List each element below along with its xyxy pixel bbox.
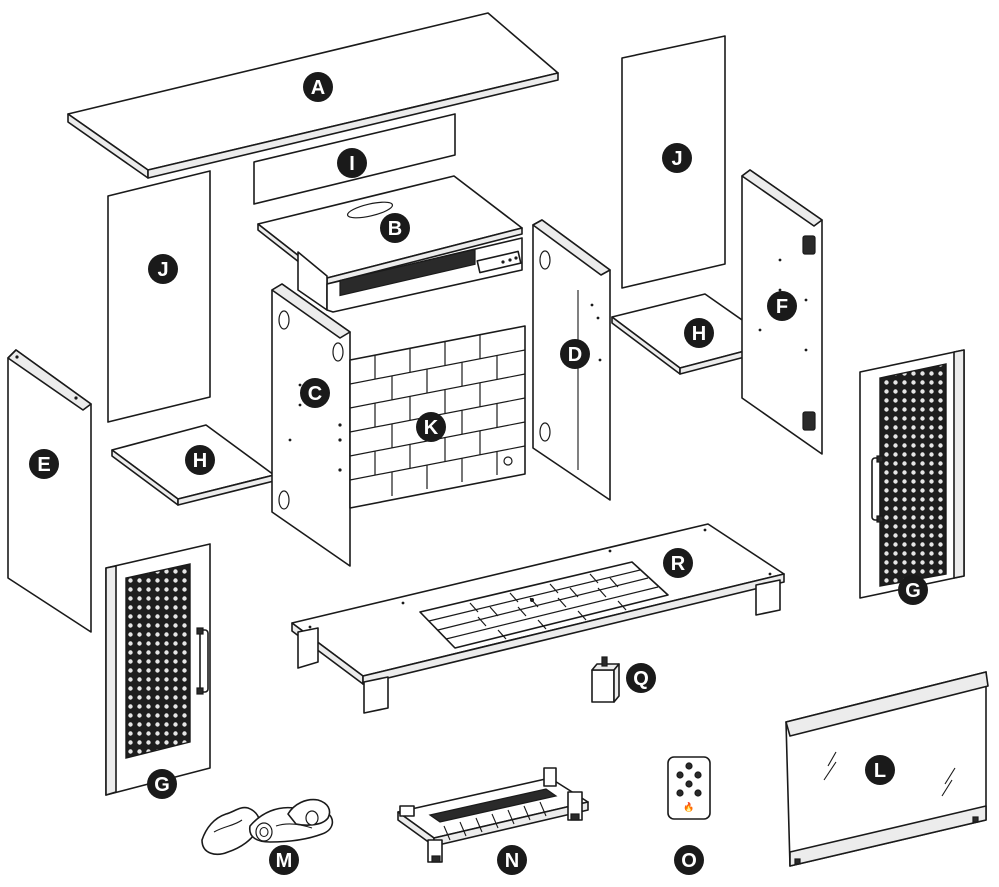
part-b-firebox-insert	[257, 175, 523, 313]
badge-n-label: N	[505, 850, 519, 872]
part-g-right-door	[859, 349, 965, 599]
badge-b: B	[380, 213, 410, 243]
part-m-logs	[201, 798, 334, 856]
badge-m-label: M	[276, 850, 293, 872]
svg-text:🔥: 🔥	[683, 801, 694, 813]
part-e-side-panel	[7, 349, 92, 633]
badge-j-left: J	[148, 254, 178, 284]
part-g-left-door	[105, 543, 211, 796]
badge-c-label: C	[308, 383, 322, 405]
badge-n: N	[497, 845, 527, 875]
part-o-remote: 🔥	[667, 756, 711, 820]
badge-o-label: O	[681, 850, 697, 872]
badge-e-label: E	[37, 454, 50, 476]
badge-j-left-label: J	[157, 259, 168, 281]
badge-r-label: R	[671, 553, 686, 575]
badge-q: Q	[626, 663, 656, 693]
badge-g-right-label: G	[905, 580, 921, 602]
part-n-log-grate	[397, 767, 589, 863]
badge-h-right-label: H	[692, 323, 706, 345]
part-c-inner-panel	[271, 283, 351, 567]
badge-l: L	[865, 755, 895, 785]
badge-i-label: I	[349, 153, 355, 175]
part-j-left-panel	[107, 170, 211, 423]
badge-o: O	[674, 845, 704, 875]
badge-i: I	[337, 148, 367, 178]
badge-d-label: D	[568, 344, 582, 366]
badge-h-right: H	[684, 318, 714, 348]
badge-m: M	[269, 845, 299, 875]
badge-l-label: L	[874, 760, 886, 782]
badge-h-left-label: H	[193, 450, 207, 472]
badge-k-label: K	[424, 417, 439, 439]
badge-g-left-label: G	[154, 774, 170, 796]
badge-c: C	[300, 378, 330, 408]
badge-h-left: H	[185, 445, 215, 475]
badge-j-right: J	[662, 143, 692, 173]
badge-g-left: G	[147, 769, 177, 799]
badge-g-right: G	[898, 575, 928, 605]
badge-b-label: B	[388, 218, 402, 240]
badge-q-label: Q	[633, 668, 649, 690]
part-r-base	[291, 523, 785, 714]
badge-a: A	[303, 72, 333, 102]
badge-d: D	[560, 339, 590, 369]
badge-e: E	[29, 449, 59, 479]
part-q-block	[591, 656, 620, 703]
badge-f-label: F	[776, 296, 788, 318]
badge-j-right-label: J	[671, 148, 682, 170]
badge-f: F	[767, 291, 797, 321]
badge-a-label: A	[311, 77, 325, 99]
badge-k: K	[416, 412, 446, 442]
badge-r: R	[663, 548, 693, 578]
